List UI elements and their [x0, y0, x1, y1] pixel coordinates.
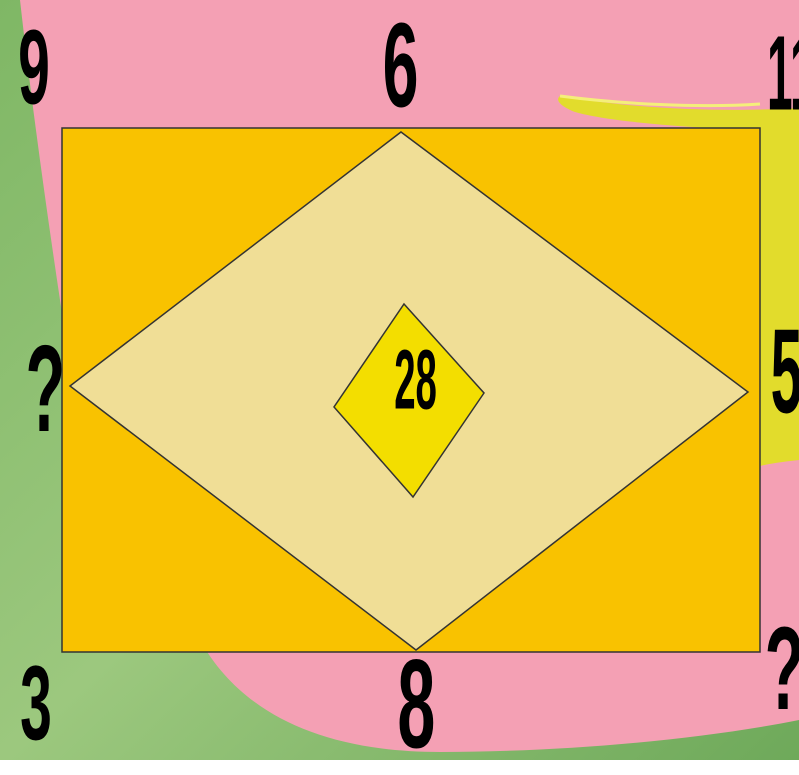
- number-bottom-left: 3: [19, 651, 54, 757]
- number-bottom-middle: 8: [397, 642, 434, 769]
- number-middle-right: 5: [771, 312, 799, 432]
- number-top-left: 9: [17, 15, 52, 121]
- unknown-middle-left: ?: [26, 327, 59, 451]
- center-number: 28: [394, 338, 428, 422]
- number-top-right: 11: [767, 21, 797, 127]
- number-top-middle: 6: [383, 6, 418, 126]
- unknown-bottom-right: ?: [765, 610, 796, 728]
